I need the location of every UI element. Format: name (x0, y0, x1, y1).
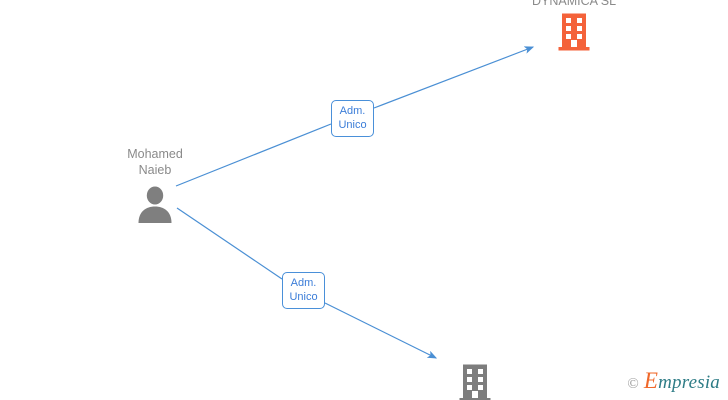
relation-label-adm-unico-top[interactable]: Adm. Unico (331, 100, 374, 137)
edge-person-to-company-bottom (176, 207, 283, 280)
empresia-watermark: © Empresia (627, 368, 720, 394)
company-name-label-top: DYNAMICA SL (531, 0, 617, 8)
edge-person-to-company-bottom-arrow (324, 302, 438, 359)
building-icon (410, 363, 540, 400)
person-name-label: Mohamed Naieb (127, 147, 183, 177)
brand-name: Empresia (644, 368, 720, 394)
copyright-icon: © (627, 376, 639, 392)
node-person[interactable]: Mohamed Naieb (105, 146, 205, 224)
person-avatar-icon (105, 184, 205, 224)
edge-person-to-company-top (175, 123, 332, 187)
brand-initial: E (643, 368, 659, 393)
building-icon (509, 12, 639, 52)
node-company-bottom[interactable] (410, 360, 540, 400)
node-company-dynamica[interactable]: DYNAMICA SL (509, 0, 639, 52)
relation-label-adm-unico-bottom[interactable]: Adm. Unico (282, 272, 325, 309)
brand-rest: mpresia (658, 372, 720, 393)
edge-person-to-company-top-arrow (373, 46, 535, 109)
